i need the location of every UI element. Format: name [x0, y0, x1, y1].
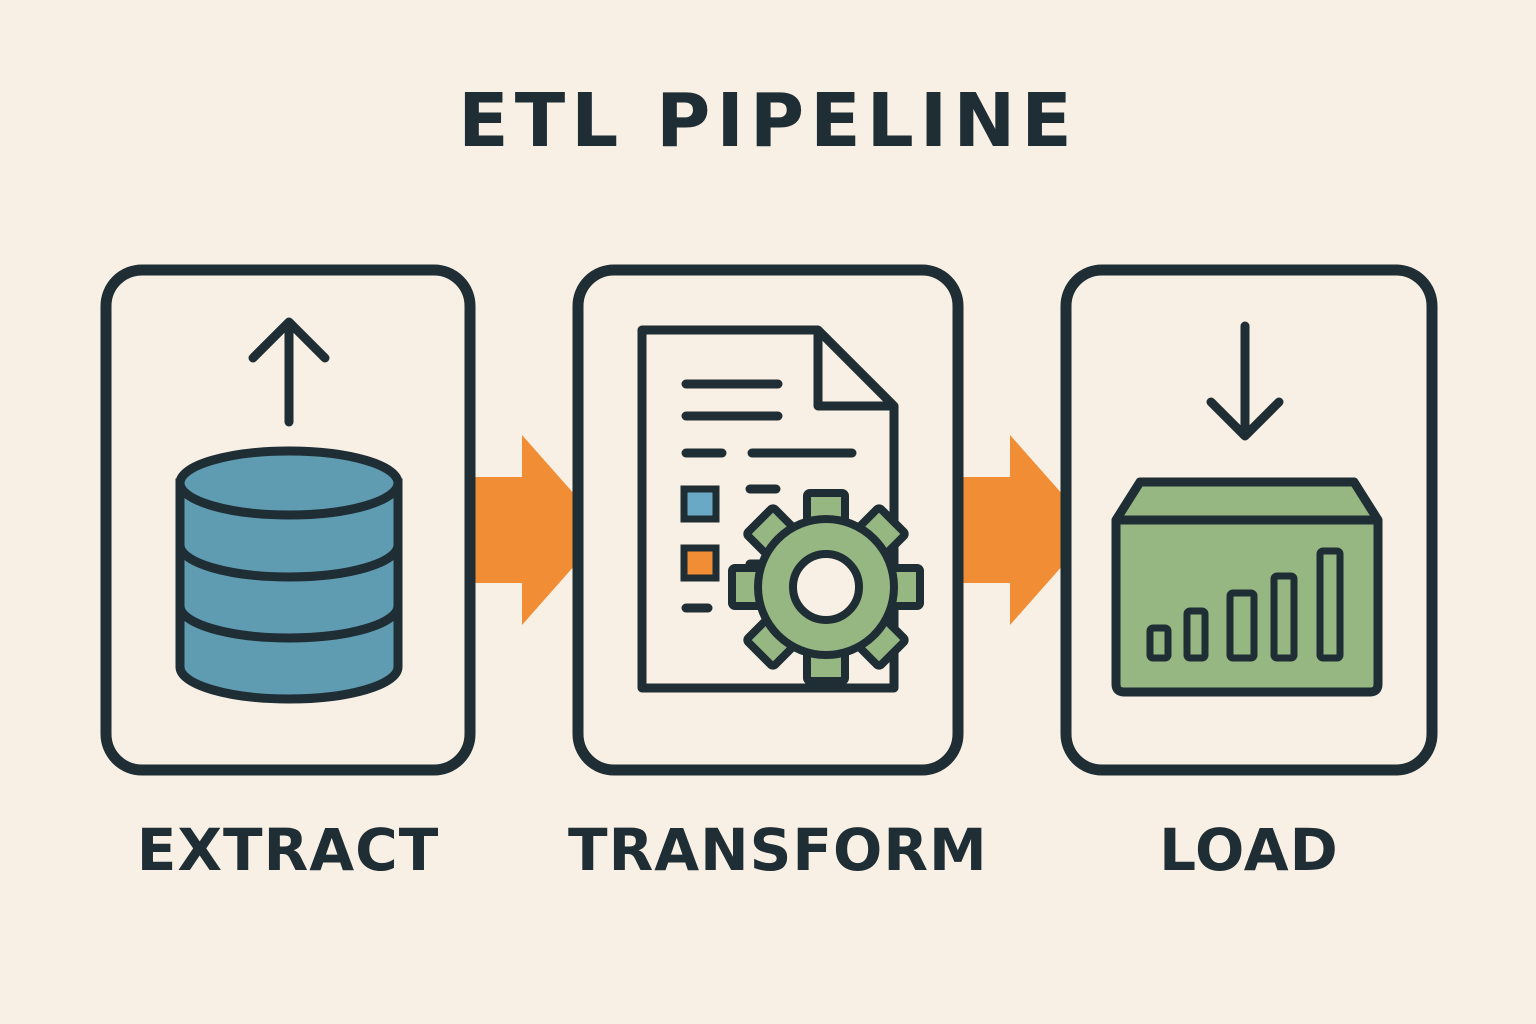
connector-arrow-2: [958, 435, 1094, 625]
up-arrow-icon: [248, 317, 330, 427]
down-arrow-icon: [1206, 321, 1284, 441]
step-label-extract: EXTRACT: [136, 816, 440, 884]
diagram-title: ETL PIPELINE: [458, 78, 1078, 164]
connector-arrow-1: [470, 435, 606, 625]
step-label-load: LOAD: [1159, 816, 1339, 884]
database-icon: [175, 446, 403, 704]
bar-chart-window-icon: [1111, 477, 1383, 697]
gear-icon: [728, 489, 924, 685]
step-label-transform: TRANSFORM: [568, 816, 988, 884]
